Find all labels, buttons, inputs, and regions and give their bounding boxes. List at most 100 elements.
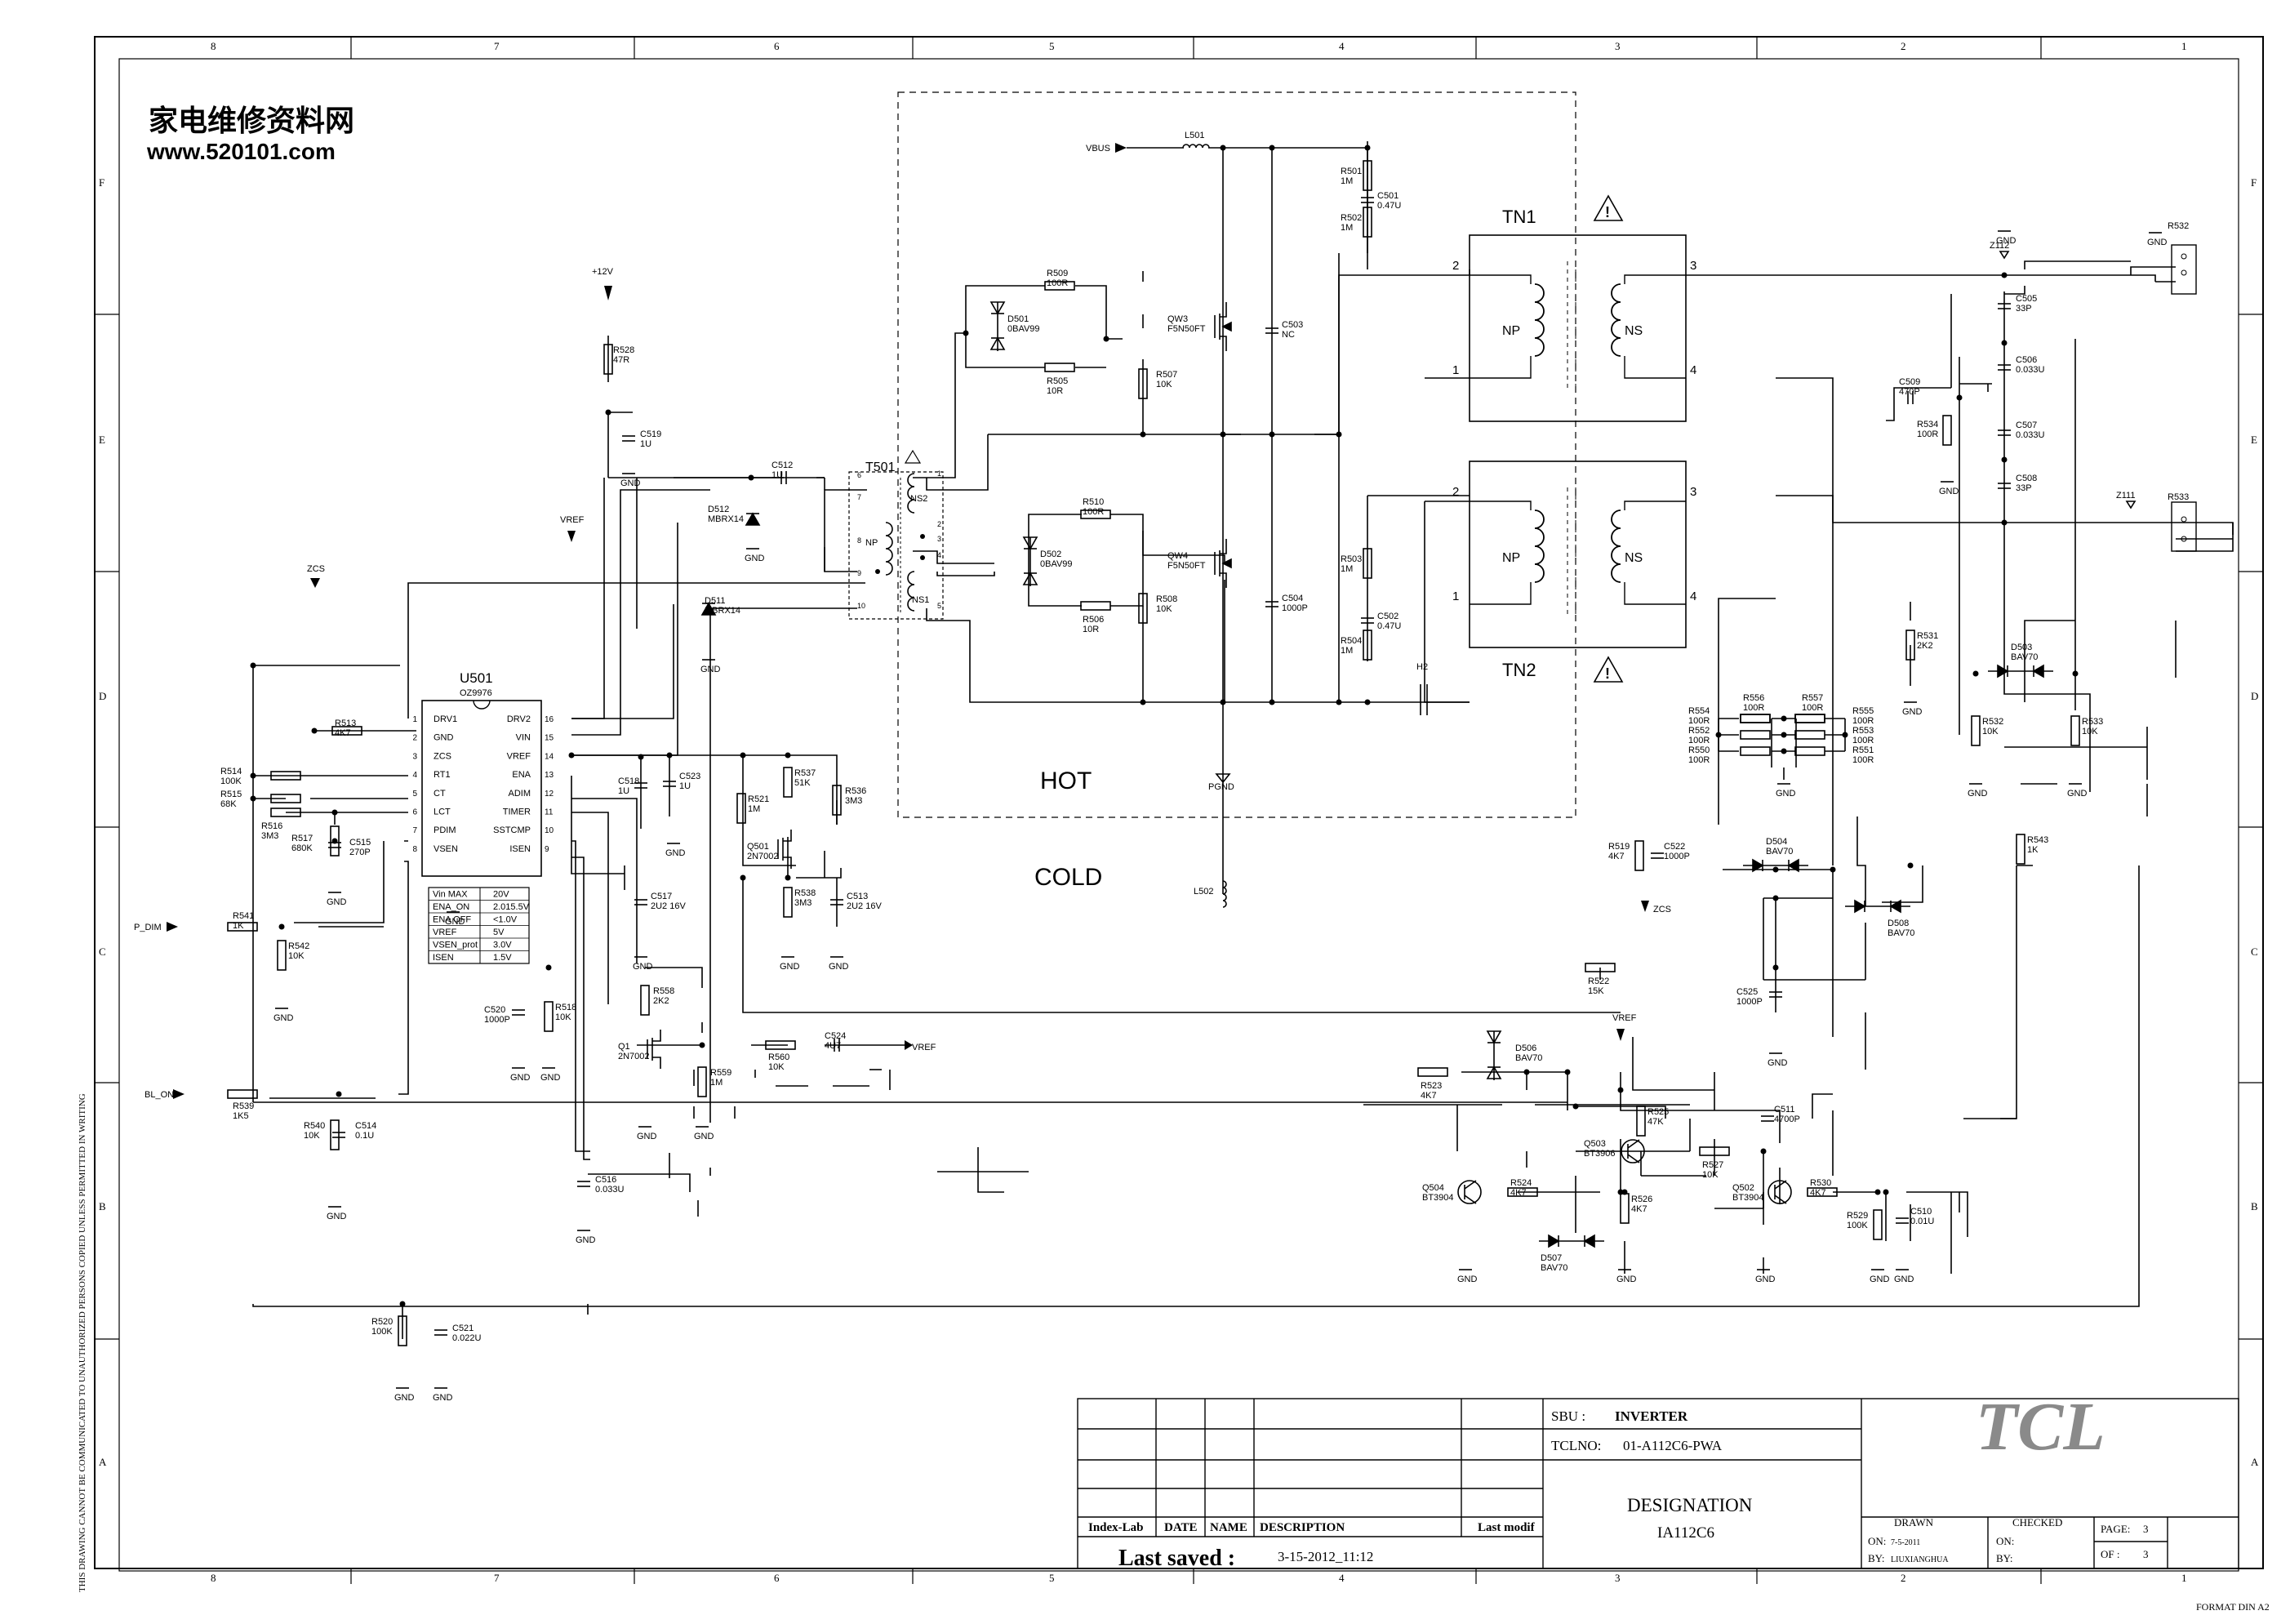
grid-col-label-bottom: 3 <box>1615 1572 1621 1584</box>
component-value: 10K <box>768 1062 785 1072</box>
component-ref: R521 <box>748 794 769 804</box>
mosfet-symbol <box>1214 539 1232 588</box>
resistor-symbol <box>765 1040 796 1050</box>
component-value: 1U <box>771 470 783 480</box>
spec-param: VREF <box>433 928 457 937</box>
ic-pin-number: 1 <box>412 715 417 724</box>
component-value: BT3906 <box>1584 1149 1616 1159</box>
component-value: MBRX14 <box>705 606 740 616</box>
ic-pin-number: 8 <box>412 845 417 854</box>
component-value: 1M <box>748 804 760 814</box>
junction-dot <box>1781 748 1787 754</box>
component-value: 2N7002 <box>747 852 779 861</box>
grid-col-label-bottom: 6 <box>774 1572 780 1584</box>
component-ref: R538 <box>794 888 816 898</box>
component-value: 0.033U <box>595 1185 625 1195</box>
component-value: 4K7 <box>1421 1091 1437 1101</box>
ground-label: GND <box>1616 1275 1637 1284</box>
component-value: F5N50FT <box>1167 561 1206 571</box>
resistor-symbol <box>1971 715 1981 746</box>
ground-label: GND <box>2147 238 2168 247</box>
component-ref: R531 <box>1917 631 1938 641</box>
junction-dot <box>336 1091 342 1097</box>
component-ref: R503 <box>1341 554 1362 564</box>
inductor-v-symbol <box>1222 880 1227 908</box>
t501-ref: T501 <box>865 461 896 474</box>
component-ref: R556 <box>1743 693 1764 703</box>
t501-winding-ns1: NS1 <box>912 595 929 605</box>
designation-label: DESIGNATION <box>1627 1495 1753 1515</box>
junction-dot <box>1269 699 1275 705</box>
component-ref: R551 <box>1852 745 1874 755</box>
inner-border <box>118 58 2239 1572</box>
component-value: 1K <box>2027 845 2039 855</box>
tn2-leads <box>1470 501 1686 605</box>
spec-param: ISEN <box>433 953 454 963</box>
ground-label: GND <box>433 1393 453 1403</box>
component-ref: R543 <box>2027 835 2048 845</box>
ic-pin-number: 7 <box>412 826 417 835</box>
junction-dot <box>1874 1189 1881 1195</box>
grid-col-label-top: 2 <box>1901 40 1906 52</box>
ic-pin-number: 15 <box>545 734 554 743</box>
component-value: 0BAV99 <box>1040 559 1073 569</box>
component-value: 10K <box>304 1131 320 1141</box>
component-symbols <box>227 144 2162 1389</box>
component-ref: R502 <box>1341 213 1362 223</box>
grid-col-label-top: 4 <box>1339 40 1345 52</box>
component-ref: QW4 <box>1167 551 1188 561</box>
component-ref: C501 <box>1377 191 1398 201</box>
component-value: 3M3 <box>794 898 812 908</box>
component-value: 100R <box>1852 716 1874 726</box>
ground-label: GND <box>1894 1275 1914 1284</box>
resistor-symbol <box>1740 730 1771 740</box>
component-value: 2K2 <box>1917 641 1933 651</box>
hot-zone-boundary <box>897 91 1576 818</box>
component-value: 2U2 16V <box>847 901 882 911</box>
tn1-primary: NP <box>1502 324 1520 338</box>
component-ref: C513 <box>847 892 868 901</box>
zener-symbol <box>1999 251 2010 260</box>
resistor-symbol <box>270 808 301 817</box>
ground-label: GND <box>510 1073 531 1083</box>
ic-pin-number: 13 <box>545 771 554 780</box>
resistor-symbol <box>1634 840 1644 871</box>
component-ref: C525 <box>1736 987 1758 997</box>
component-ref: R514 <box>220 767 242 776</box>
component-value: 1000P <box>1736 997 1763 1007</box>
grid-row-label-right: B <box>2251 1200 2258 1212</box>
net-arrow-icon <box>905 1040 913 1050</box>
grid-col-label-top: 5 <box>1049 40 1055 52</box>
resistor-symbol <box>330 1119 340 1150</box>
resistor-symbol <box>544 1001 554 1032</box>
ic-pin-name: VSEN <box>434 844 458 854</box>
component-ref: C519 <box>640 429 661 439</box>
ground-label: GND <box>540 1073 561 1083</box>
tn2-secondary-coil <box>1611 509 1621 583</box>
net-label-zcs: ZCS <box>1653 905 1671 914</box>
grid-row-label-left: C <box>99 945 106 958</box>
component-value: 100R <box>1688 716 1710 726</box>
component-ref: C516 <box>595 1175 616 1185</box>
tn1-pin-1: 1 <box>1452 363 1459 377</box>
resistor-symbol <box>783 887 793 918</box>
net-label-zcs: ZCS <box>307 564 325 574</box>
component-ref: D504 <box>1766 837 1787 847</box>
t501-pin-number: 8 <box>857 536 861 545</box>
junction-dot <box>1364 145 1371 151</box>
designation-value: IA112C6 <box>1657 1524 1714 1542</box>
component-value: BT3904 <box>1422 1193 1454 1203</box>
format-note: FORMAT DIN A2 <box>2196 1601 2270 1613</box>
junction-dot <box>250 662 256 669</box>
junction-dot <box>638 754 644 760</box>
grid-row-label-left: E <box>99 434 105 446</box>
ic-pin-number: 16 <box>545 715 554 724</box>
resistor-symbol <box>1363 630 1372 661</box>
junction-dot <box>2001 272 2008 278</box>
junction-dot <box>1781 715 1787 722</box>
page-label: PAGE: <box>2101 1523 2130 1535</box>
t501-primary-coil <box>885 522 893 576</box>
